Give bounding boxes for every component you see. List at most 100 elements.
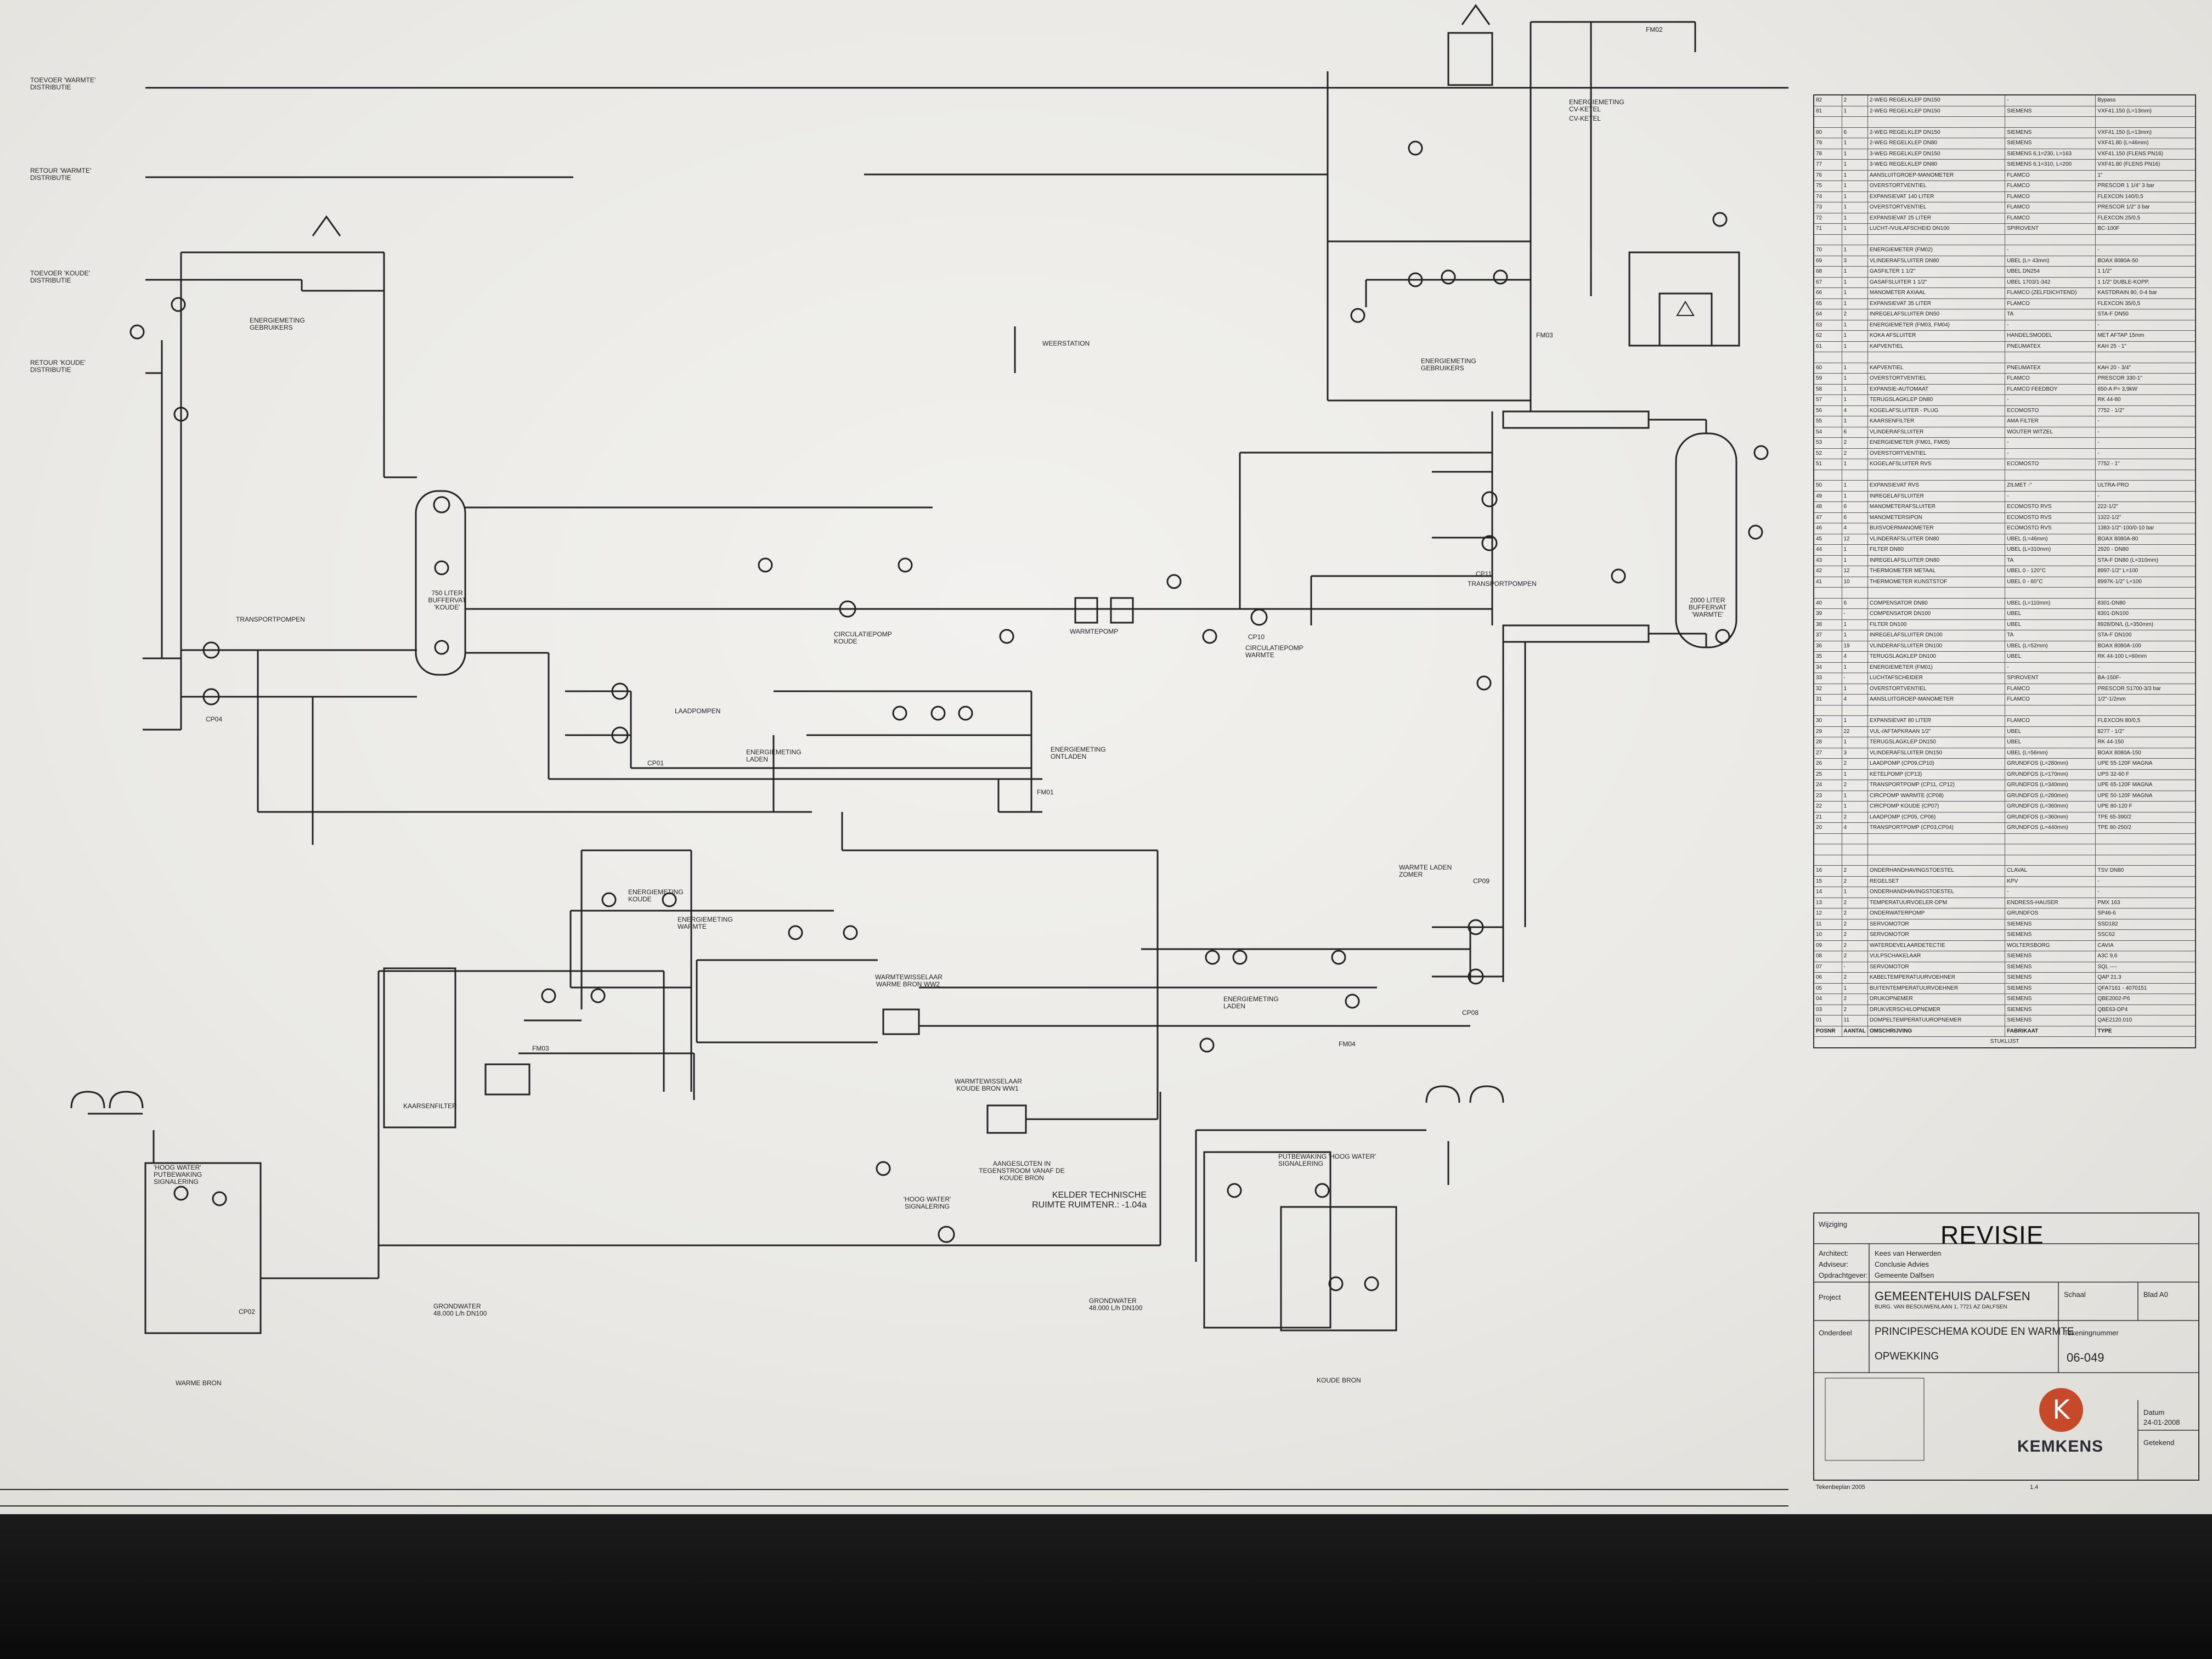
label-transportpompen-right: TRANSPORTPOMPEN (1468, 580, 1537, 588)
parts-cell: GRUNDFOS (2005, 908, 2096, 919)
label-cp01: CP01 (647, 759, 664, 767)
parts-cell: RK 44-150 (2095, 737, 2196, 748)
parts-cell: 1 (1841, 180, 1868, 192)
parts-cell: 27 (1813, 747, 1842, 759)
label-kelder-technische-ruimte: KELDER TECHNISCHE RUIMTE RUIMTENR.: -1.0… (1032, 1190, 1147, 1210)
parts-header-cell: OMSCHRIJVING (1867, 1025, 2006, 1037)
parts-cell: 1 (1841, 105, 1868, 117)
label-fm03-top: FM03 (1536, 331, 1553, 339)
parts-cell: 33 (1813, 673, 1842, 684)
parts-cell: KETELPOMP (CP13) (1867, 769, 2006, 780)
parts-cell: 74 (1813, 191, 1842, 202)
parts-cell: AANSLUITGROEP-MANOMETER (1867, 170, 2006, 181)
parts-cell: 55 (1813, 416, 1842, 427)
parts-cell: - (1841, 673, 1868, 684)
parts-cell: SPIROVENT (2005, 223, 2096, 235)
parts-cell: REGELSET (1867, 876, 2006, 887)
parts-cell: FLAMCO (2005, 212, 2096, 224)
parts-footer: STUKLIJST (1813, 1036, 2196, 1048)
parts-cell: CIRCPOMP KOUDE (CP07) (1867, 801, 2006, 812)
parts-cell: DOMPELTEMPERATUUROPNEMER (1867, 1015, 2006, 1026)
parts-cell: SIEMENS (2005, 1004, 2096, 1015)
parts-cell: 54 (1813, 426, 1842, 438)
parts-cell: WATERDEVELAARDETECTIE (1867, 940, 2006, 951)
manifold-warmte (1502, 410, 1650, 429)
parts-cell: VXF41.80 (L=46mm) (2095, 138, 2196, 149)
tb-date-label: Datum (2143, 1408, 2165, 1417)
label-fm03: FM03 (532, 1045, 549, 1052)
parts-cell: FLAMCO FEEDBOY (2005, 383, 2096, 395)
parts-cell: TERUGSLAGKLEP DN100 (1867, 651, 2006, 663)
parts-cell: VXF41.80 (FLENS PN16) (2095, 159, 2196, 171)
parts-cell: SIEMENS (2005, 127, 2096, 138)
parts-cell: STA-F DN100 (2095, 630, 2196, 641)
parts-cell: 2 (1841, 929, 1868, 941)
parts-cell: 12 (1841, 566, 1868, 577)
label-koude-putbewaking: PUTBEWAKING 'HOOG WATER' SIGNALERING (1278, 1153, 1376, 1167)
parts-cell: 1 (1841, 683, 1868, 695)
parts-cell: SIEMENS (2005, 929, 2096, 941)
parts-cell: EXPANSIEVAT 80 LITER (1867, 715, 2006, 727)
parts-cell: 1 (1841, 298, 1868, 309)
parts-cell: SIEMENS (2005, 105, 2096, 117)
parts-cell: - (2095, 245, 2196, 256)
parts-cell (2095, 116, 2196, 128)
tb-architect-label: Architect: (1819, 1249, 1849, 1257)
parts-cell: 1 (1841, 459, 1868, 470)
parts-cell: SIEMENS (2005, 994, 2096, 1005)
parts-cell: QFA7161 - 4070151 (2095, 983, 2196, 994)
parts-row (1813, 704, 2196, 716)
parts-cell: VLINDERAFSLUITER DN150 (1867, 747, 2006, 759)
parts-cell: UBEL 0 - 60°C (2005, 576, 2096, 588)
label-toevoer-warmte: TOEVOER 'WARMTE' DISTRIBUTIE (30, 76, 96, 91)
parts-cell: GRUNDFOS (L=440mm) (2005, 822, 2096, 834)
label-energiemeting-laden-right: ENERGIEMETING LADEN (1223, 995, 1279, 1010)
parts-row (1813, 352, 2196, 363)
parts-cell: SIEMENS 6,1=230, L=163 (2005, 148, 2096, 160)
label-energiemeting-ontladen: ENERGIEMETING ONTLADEN (1051, 746, 1106, 760)
parts-cell: ENDRESS-HAUSER (2005, 897, 2096, 909)
parts-cell: 8277 - 1/2" (2095, 726, 2196, 737)
parts-cell: - (2095, 416, 2196, 427)
tb-adviseur-value: Conclusie Advies (1875, 1260, 1929, 1268)
parts-cell: 1 (1841, 245, 1868, 256)
parts-cell: 2 (1841, 448, 1868, 459)
parts-cell: 58 (1813, 383, 1842, 395)
label-cp08: CP08 (1462, 1009, 1479, 1017)
parts-cell: 8997-1/2" L=100 (2095, 566, 2196, 577)
parts-cell: SIEMENS (2005, 951, 2096, 962)
parts-cell: 1 (1841, 202, 1868, 213)
label-toevoer-koude: TOEVOER 'KOUDE' DISTRIBUTIE (30, 269, 91, 284)
parts-cell: 56 (1813, 405, 1842, 416)
parts-cell: 49 (1813, 490, 1842, 502)
parts-cell (2005, 844, 2096, 855)
parts-cell: EXPANSIE-AUTOMAAT (1867, 383, 2006, 395)
parts-cell: 2 (1841, 994, 1868, 1005)
parts-cell: 7752 - 1/2" (2095, 405, 2196, 416)
parts-cell: BA-150F- (2095, 673, 2196, 684)
parts-cell: 43 (1813, 555, 1842, 566)
parts-cell: UPE 50-120F MAGNA (2095, 790, 2196, 802)
parts-cell: A3C 9,6 (2095, 951, 2196, 962)
parts-cell: LAADPOMP (CP09,CP10) (1867, 758, 2006, 770)
parts-cell: 12 (1813, 908, 1842, 919)
label-energiemeting-koude: ENERGIEMETING KOUDE (628, 888, 684, 903)
parts-cell: TRANSPORTPOMP (CP11, CP12) (1867, 780, 2006, 791)
parts-cell: UBEL (L=310mm) (2005, 544, 2096, 556)
parts-header-cell: AANTAL (1841, 1025, 1868, 1037)
parts-cell: MANOMETERSIPON (1867, 512, 2006, 523)
